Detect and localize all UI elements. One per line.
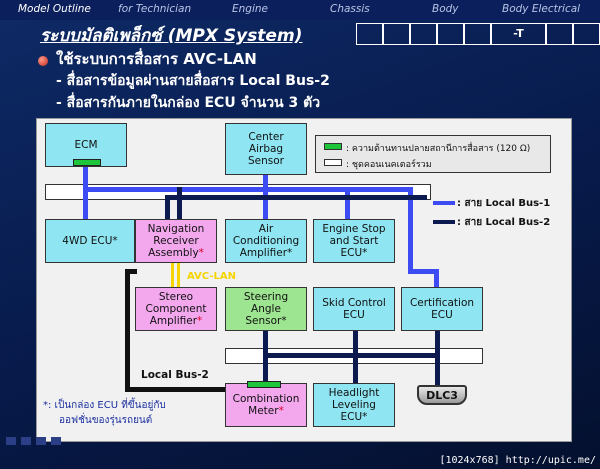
stereo-amplifier-box: Stereo Component Amplifier*	[135, 287, 217, 331]
tab-body-electrical[interactable]: Body Electrical	[502, 3, 581, 15]
engine-stop-start-box: Engine Stop and Start ECU*	[313, 219, 395, 263]
watermark: [1024x768] http://upic.me/	[439, 455, 596, 466]
bus1-line	[345, 187, 350, 219]
header-box-row: -T	[356, 23, 600, 45]
legend-junction-text: : ชุดคอนเนคเตอร์รวม	[346, 160, 432, 170]
steering-angle-sensor-box: Steering Angle Sensor*	[225, 287, 307, 331]
certification-ecu-box: Certification ECU	[401, 287, 483, 331]
content-line-2: - สื่อสารข้อมูลผ่านสายสื่อสาร Local Bus-…	[56, 73, 330, 89]
note-line-1: *: เป็นกล่อง ECU ที่ขึ้นอยู่กับ	[43, 400, 166, 411]
dlc3-connector-icon: DLC3	[417, 385, 467, 405]
4wd-ecu-box: 4WD ECU*	[45, 219, 135, 263]
terminator-swatch	[324, 143, 342, 150]
bus1-legend-text: : สาย Local Bus-1	[457, 198, 551, 209]
content-line-1: ใช้ระบบการสื่อสาร AVC-LAN	[56, 50, 257, 68]
header-box	[464, 23, 491, 45]
legend-box: : ความต้านทานปลายสถานีการสื่อสาร (120 Ω)…	[315, 135, 551, 173]
slide-nav-icons[interactable]	[6, 437, 61, 445]
junction-swatch	[324, 159, 342, 166]
avc-lan-link	[171, 263, 174, 287]
bus2-legend-swatch	[433, 220, 455, 224]
bus2-line	[177, 187, 182, 219]
skid-control-ecu-box: Skid Control ECU	[313, 287, 395, 331]
combination-meter-box: Combination Meter*	[225, 383, 307, 427]
navigation-receiver-box: Navigation Receiver Assembly*	[135, 219, 217, 263]
avc-lan-label: AVC-LAN	[187, 271, 236, 282]
legend-terminator-text: : ความต้านทานปลายสถานีการสื่อสาร (120 Ω)	[346, 144, 531, 154]
tab-chassis[interactable]: Chassis	[330, 3, 370, 15]
bus2-line	[165, 195, 170, 219]
prev-slide-icon[interactable]	[6, 437, 16, 445]
header-box	[410, 23, 437, 45]
avc-lan-line	[125, 387, 227, 392]
bullet-icon	[38, 56, 48, 66]
air-conditioning-box: Air Conditioning Amplifier*	[225, 219, 307, 263]
local-bus2-label: Local Bus-2	[141, 369, 209, 381]
page-title: ระบบมัลติเพล็กซ์ (MPX System)	[40, 26, 303, 46]
header-box	[546, 23, 573, 45]
terminator-combination-meter	[247, 381, 281, 388]
avc-lan-line	[125, 269, 137, 274]
header-box-label: -T	[491, 23, 546, 45]
header-box	[356, 23, 383, 45]
avc-lan-link	[177, 263, 180, 287]
content-line-3: - สื่อสารกันภายในกล่อง ECU จำนวน 3 ตัว	[56, 95, 321, 111]
avc-lan-line	[125, 269, 130, 391]
headlight-leveling-box: Headlight Leveling ECU*	[313, 383, 395, 427]
bus1-legend-swatch	[433, 201, 455, 205]
menu-icon[interactable]	[36, 437, 46, 445]
tab-engine[interactable]: Engine	[232, 3, 268, 15]
bus2-line	[263, 353, 439, 358]
pen-icon[interactable]	[21, 437, 31, 445]
tab-body[interactable]: Body	[432, 3, 459, 15]
center-airbag-sensor-box: Center Airbag Sensor	[225, 123, 307, 175]
top-nav-bar: Model Outline for Technician Engine Chas…	[0, 0, 600, 20]
bus1-line	[408, 187, 413, 274]
bus1-line	[83, 167, 88, 219]
header-box	[437, 23, 464, 45]
bus1-line	[83, 187, 413, 192]
tab-for-technician[interactable]: for Technician	[118, 3, 192, 15]
bus1-line	[408, 269, 439, 274]
bus2-line	[435, 329, 440, 387]
next-slide-icon[interactable]	[51, 437, 61, 445]
header-box	[383, 23, 410, 45]
header-box	[573, 23, 600, 45]
terminator-ecm	[73, 159, 101, 166]
bus2-legend-text: : สาย Local Bus-2	[457, 217, 551, 228]
bus2-line	[165, 195, 427, 200]
note-line-2: ออฟชั่นของรุ่นรถยนต์	[59, 415, 153, 426]
bus1-line	[434, 269, 439, 289]
mpx-diagram: AVC-LAN ECM Center Airbag Sensor 4WD ECU…	[36, 118, 572, 442]
tab-model-outline[interactable]: Model Outline	[18, 3, 91, 15]
